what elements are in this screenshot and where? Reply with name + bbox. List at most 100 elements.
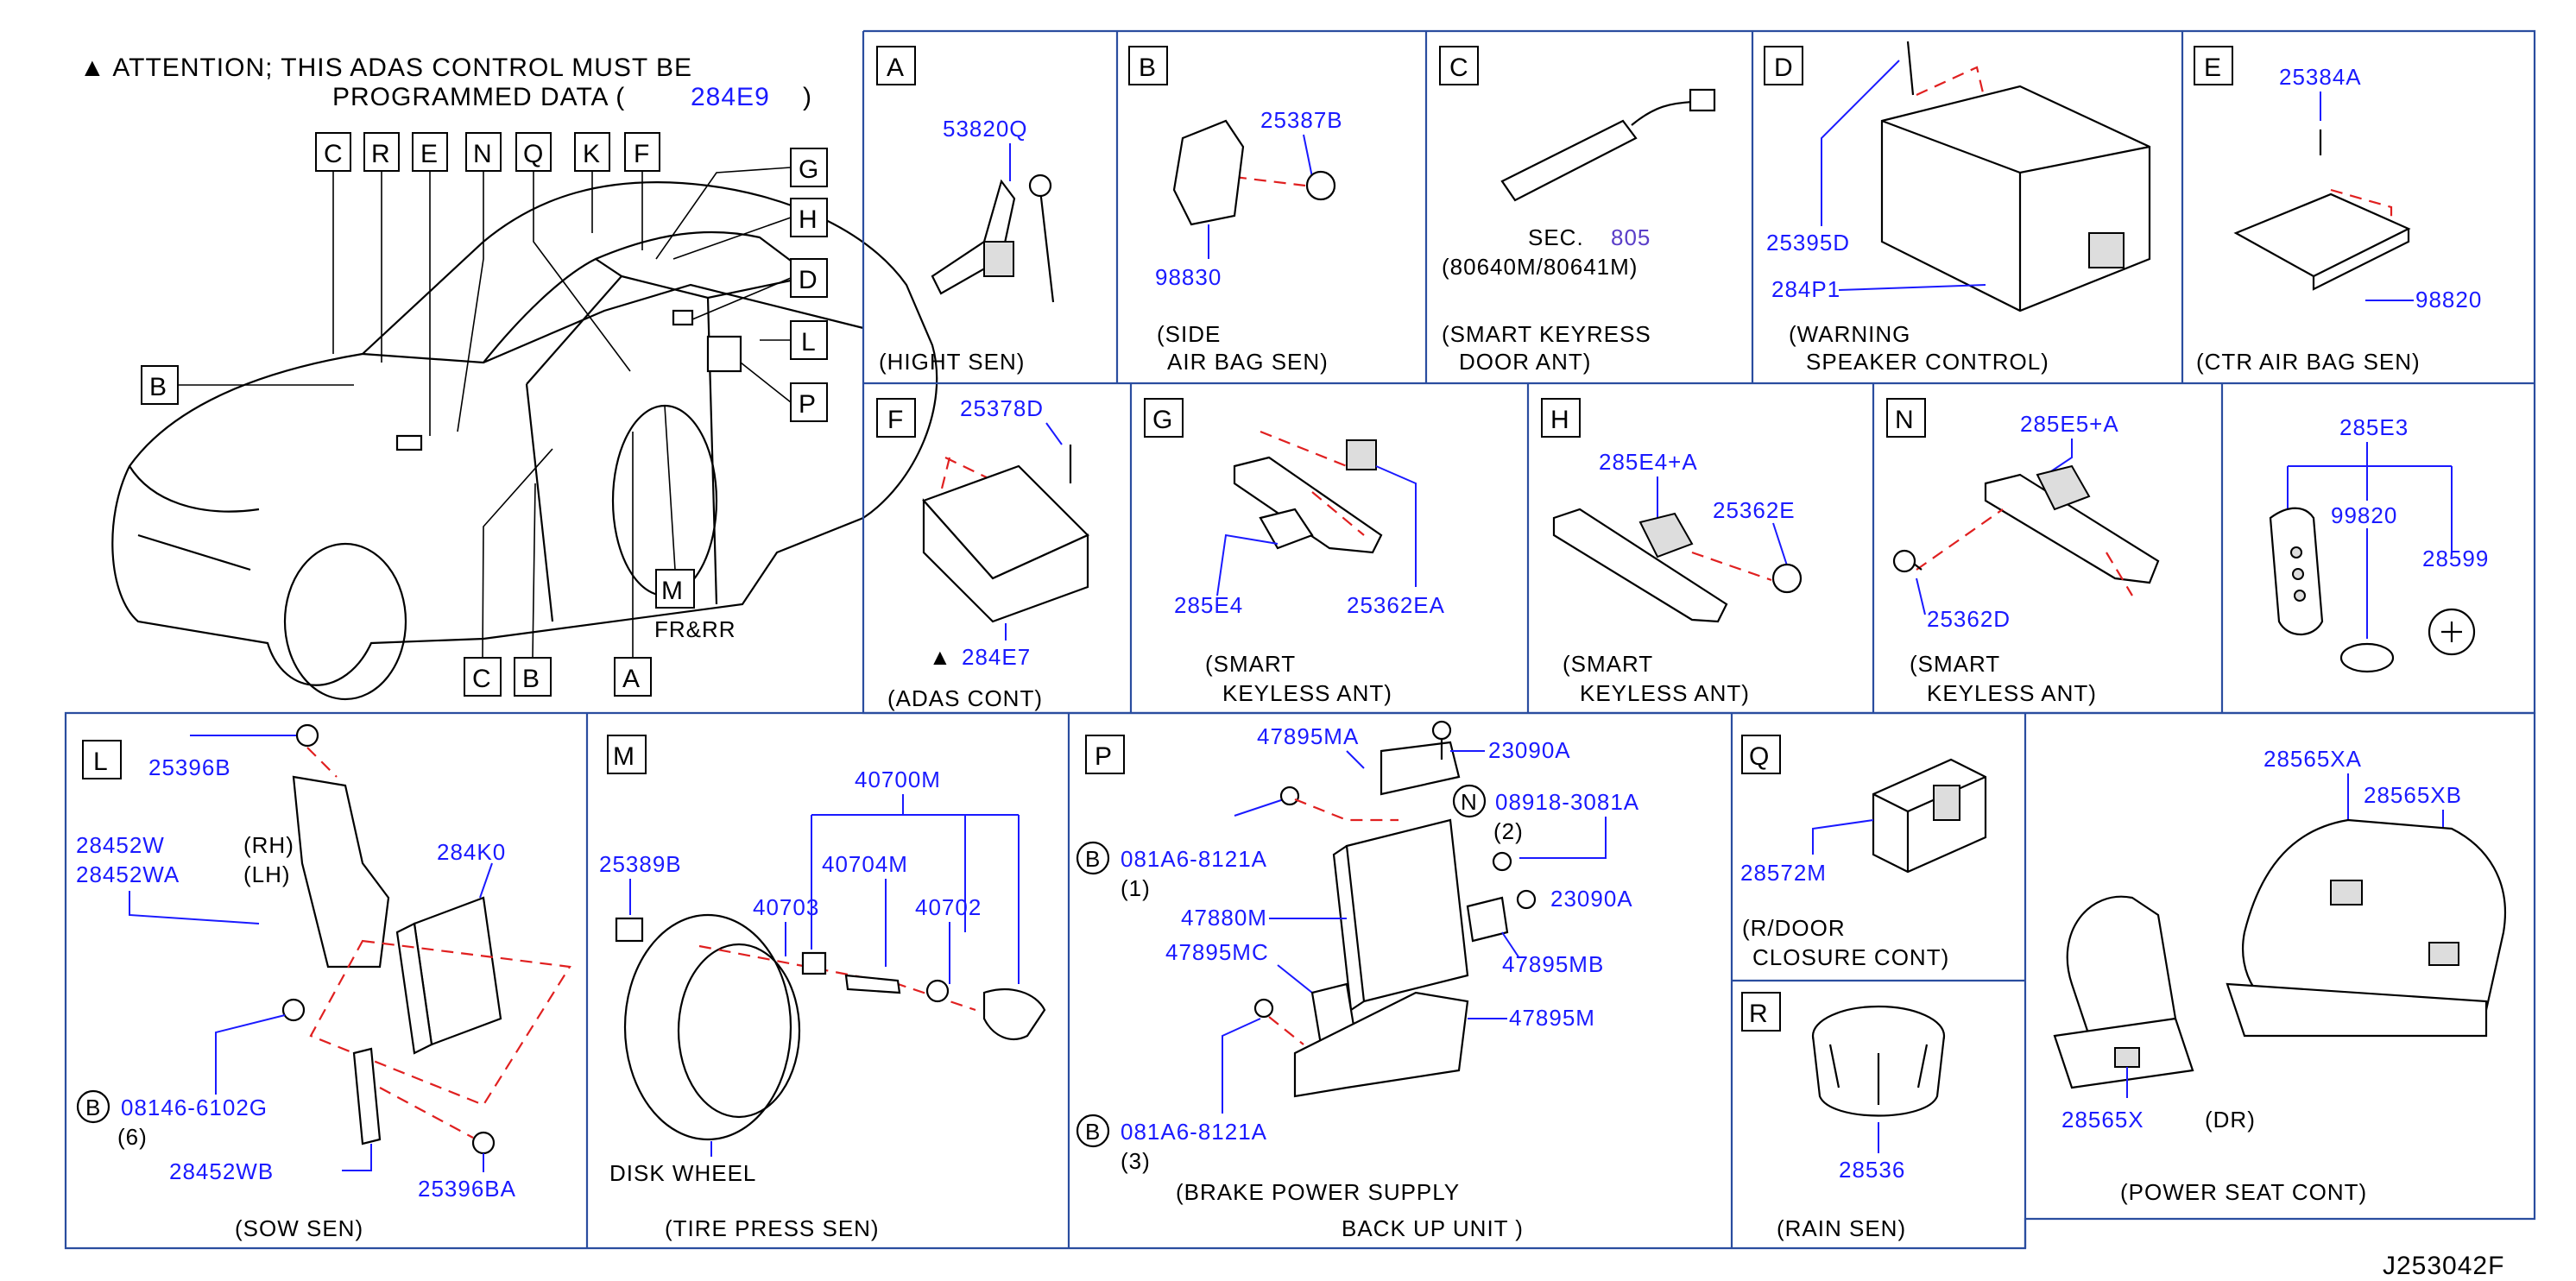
part-285e3[interactable]: 285E3 (2339, 414, 2409, 440)
car-label-frrr: FR&RR (654, 616, 736, 642)
section-p-letter: P (1095, 742, 1113, 771)
part-25396b[interactable]: 25396B (148, 754, 231, 780)
part-47895mc[interactable]: 47895MC (1165, 939, 1269, 965)
car-label-box-c-bottom[interactable] (464, 657, 502, 697)
part-25362d[interactable]: 25362D (1927, 606, 2011, 632)
section-e-letter: E (2204, 54, 2222, 82)
part-28452w[interactable]: 28452W (76, 832, 165, 858)
car-label-box-c[interactable] (315, 132, 351, 172)
section-q: Q 28572M (R/DOOR CLOSURE CONT) (1740, 735, 1987, 970)
valve-stem (844, 974, 901, 994)
part-081a6-8121a-bottom[interactable]: 081A6-8121A (1121, 1119, 1267, 1145)
car-label-l: L (801, 328, 817, 357)
part-40700m[interactable]: 40700M (855, 767, 941, 792)
power-seat-dr: (DR) (2205, 1107, 2256, 1133)
rdoor-closure-unit (1872, 758, 1987, 874)
leader-284k0 (479, 862, 493, 899)
part-28565xa[interactable]: 28565XA (2263, 746, 2362, 772)
section-h-caption-1: (SMART (1563, 651, 1653, 677)
part-40702[interactable]: 40702 (915, 894, 982, 920)
car-label-box-m[interactable] (655, 569, 695, 609)
car-label-q: Q (523, 140, 544, 168)
part-25387b[interactable]: 25387B (1260, 107, 1343, 133)
car-label-box-n[interactable] (465, 132, 502, 172)
section-r-letter-box (1741, 992, 1781, 1032)
part-99820[interactable]: 99820 (2331, 502, 2397, 528)
car-label-e: E (420, 140, 439, 168)
part-40704m[interactable]: 40704M (822, 851, 908, 877)
part-47895m[interactable]: 47895M (1509, 1005, 1595, 1031)
car-label-box-d[interactable] (790, 258, 828, 298)
car-label-box-b-bottom[interactable] (514, 657, 552, 697)
grid-row3-columns (585, 713, 2027, 1248)
part-47895ma[interactable]: 47895MA (1257, 723, 1359, 749)
car-label-box-p[interactable] (790, 382, 828, 422)
l-guide-box (309, 939, 571, 1107)
part-23090a-top[interactable]: 23090A (1488, 737, 1571, 763)
part-25378d[interactable]: 25378D (960, 395, 1044, 421)
car-label-n: N (473, 140, 493, 168)
l-circle-b (76, 1089, 110, 1124)
front-seat-module (2114, 1047, 2140, 1068)
part-284e7[interactable]: 284E7 (962, 644, 1031, 670)
l-rh-label: (RH) (243, 832, 294, 858)
section-b-letter: B (1139, 54, 1157, 82)
part-08918-3081a[interactable]: 08918-3081A (1495, 789, 1639, 815)
part-40703[interactable]: 40703 (753, 894, 819, 920)
side-airbag-guide (1234, 175, 1306, 187)
part-285e4[interactable]: 285E4 (1174, 592, 1243, 618)
car-label-box-k[interactable] (574, 132, 610, 172)
figure-id: J253042F (2383, 1252, 2504, 1280)
part-28536[interactable]: 28536 (1839, 1157, 1905, 1183)
car-label-box-l[interactable] (790, 320, 828, 360)
car-grille (129, 465, 260, 571)
p-bolt-bottom (1253, 998, 1274, 1019)
car-label-box-e[interactable] (412, 132, 448, 172)
part-28565x[interactable]: 28565X (2061, 1107, 2144, 1133)
warning-unit-connector (2088, 232, 2125, 268)
car-label-box-b-left[interactable] (141, 365, 179, 405)
car-bottom-leaders (482, 405, 676, 659)
l-bracket (292, 775, 390, 969)
part-28452wa[interactable]: 28452WA (76, 861, 180, 887)
part-25362ea[interactable]: 25362EA (1347, 592, 1445, 618)
part-28572m[interactable]: 28572M (1740, 860, 1827, 886)
part-25384a[interactable]: 25384A (2279, 64, 2362, 90)
car-label-a-bottom: A (622, 665, 641, 693)
leader-25362ea (1375, 465, 1417, 587)
car-label-f: F (634, 140, 650, 168)
part-98830[interactable]: 98830 (1155, 264, 1222, 290)
part-08146-6102g[interactable]: 08146-6102G (121, 1095, 268, 1120)
ctr-airbag-sensor (2233, 192, 2411, 278)
section-f: F 25378D ▲ 284E7 (ADAS CONT) (876, 395, 1089, 711)
n-antenna-body (2036, 464, 2091, 511)
attention-part-number[interactable]: 284E9 (691, 83, 770, 111)
part-23090a-right[interactable]: 23090A (1550, 886, 1633, 912)
part-28565xb[interactable]: 28565XB (2364, 782, 2462, 808)
part-28452wb[interactable]: 28452WB (169, 1158, 274, 1184)
part-25395d[interactable]: 25395D (1766, 230, 1850, 256)
section-p: P 47895MA 23090A N 08918-3081A (2) B 081… (1076, 720, 1639, 1241)
part-081a6-8121a-top[interactable]: 081A6-8121A (1121, 846, 1267, 872)
ctr-airbag-sensor-side (2312, 229, 2410, 291)
part-285e4plusa[interactable]: 285E4+A (1599, 449, 1698, 475)
part-98820[interactable]: 98820 (2415, 287, 2482, 312)
car-part-e-marker (395, 434, 423, 451)
part-47880m[interactable]: 47880M (1181, 905, 1267, 931)
attention-line1: ▲ ATTENTION; THIS ADAS CONTROL MUST BE (79, 54, 692, 82)
car-label-box-g[interactable] (790, 148, 828, 187)
section-r-caption: (RAIN SEN) (1777, 1215, 1906, 1241)
part-28599[interactable]: 28599 (2422, 546, 2489, 571)
part-284k0[interactable]: 284K0 (437, 839, 506, 865)
part-285e5plusa[interactable]: 285E5+A (2020, 411, 2119, 437)
car-label-box-r[interactable] (363, 132, 400, 172)
part-53820q[interactable]: 53820Q (943, 116, 1028, 142)
part-25389b[interactable]: 25389B (599, 851, 682, 877)
p-circle-n-letter: N (1461, 789, 1478, 815)
part-25362e[interactable]: 25362E (1713, 497, 1796, 523)
section-q-caption-1: (R/DOOR (1742, 915, 1846, 941)
part-284p1[interactable]: 284P1 (1771, 276, 1840, 302)
section-c-sec-number[interactable]: 805 (1611, 224, 1651, 250)
part-25396ba[interactable]: 25396BA (418, 1176, 516, 1202)
part-47895mb[interactable]: 47895MB (1502, 951, 1604, 977)
